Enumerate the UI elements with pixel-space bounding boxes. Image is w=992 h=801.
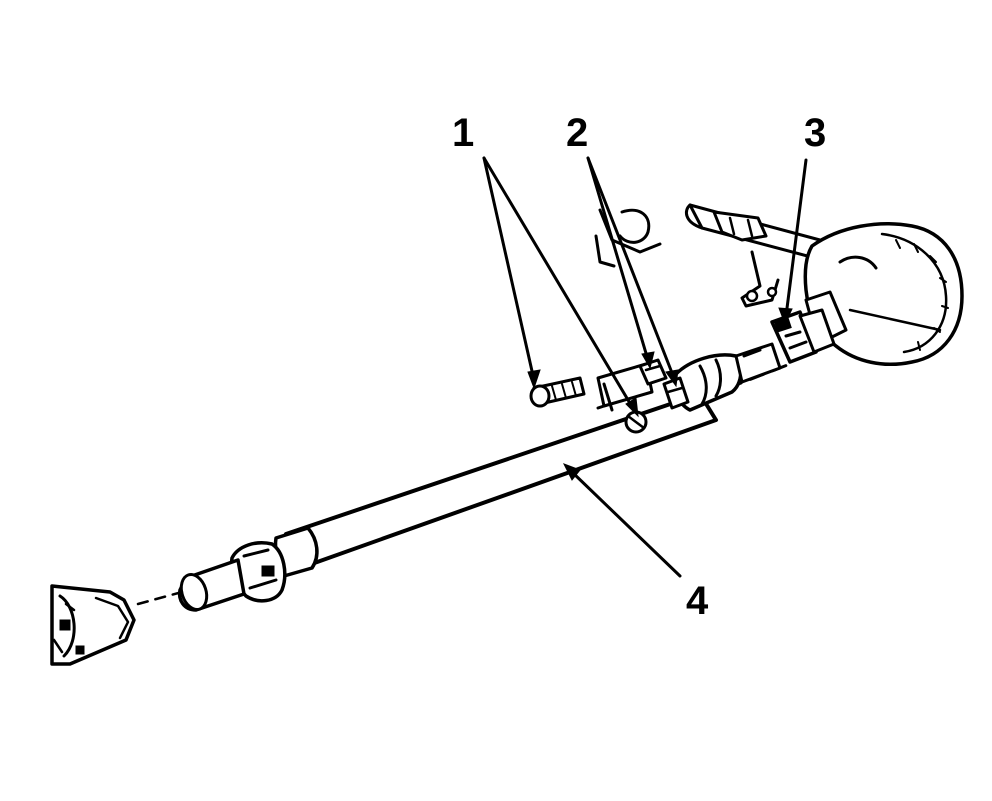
rear-axle-assembly (594, 203, 964, 366)
propeller-shaft (177, 342, 782, 612)
bolt-lower (624, 410, 648, 434)
nut-lower (662, 376, 690, 410)
bolt-upper (529, 376, 586, 408)
transmission-extension-housing (50, 584, 136, 666)
transmission-dashed-line (136, 590, 184, 606)
callout-2: 2 (566, 111, 588, 155)
callout-3: 3 (804, 111, 826, 155)
leader-lines (482, 156, 808, 578)
callout-1: 1 (452, 111, 474, 155)
pinion-yoke (770, 308, 836, 364)
callout-4: 4 (686, 579, 709, 623)
